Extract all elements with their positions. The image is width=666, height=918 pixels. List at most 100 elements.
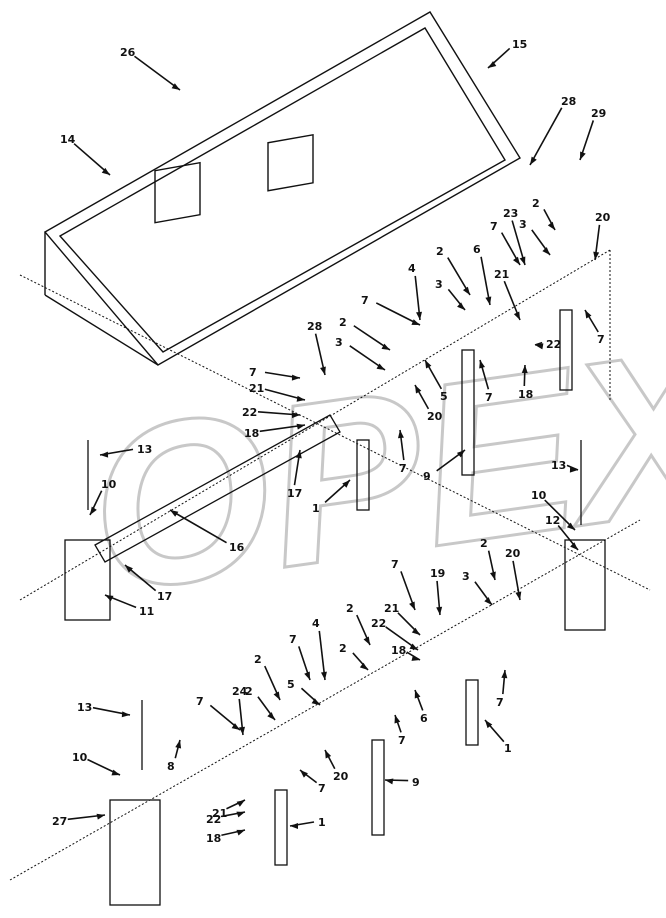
- arrowhead: [409, 643, 418, 650]
- arrowhead: [236, 811, 245, 818]
- arrowhead: [457, 302, 465, 310]
- callout-label: 7: [398, 734, 406, 747]
- arrowhead: [376, 363, 385, 370]
- arrowhead: [456, 450, 465, 458]
- callout-label: 20: [595, 211, 611, 224]
- arrowhead: [585, 310, 592, 319]
- arrowhead: [490, 571, 496, 580]
- callout-label: 10: [101, 478, 117, 491]
- arrowhead: [175, 740, 182, 749]
- callout-arrow: [534, 341, 543, 346]
- arrowhead: [273, 691, 280, 700]
- arrowhead: [479, 360, 485, 369]
- callout-arrow: [529, 107, 563, 166]
- arrowhead: [296, 395, 305, 402]
- arrowhead: [325, 750, 332, 759]
- callout-label: 26: [120, 46, 136, 59]
- callout-arrow: [133, 55, 181, 91]
- callout-label: 15: [512, 38, 527, 51]
- arrowhead: [267, 712, 275, 720]
- callout-label: 22: [206, 813, 221, 826]
- callout-label: 2: [532, 197, 540, 210]
- callout-label: 21: [384, 602, 399, 615]
- callout-label: 13: [137, 443, 152, 456]
- arrowhead: [542, 247, 550, 255]
- callout-label: 1: [312, 502, 320, 515]
- arrowhead: [300, 770, 308, 778]
- arrowhead: [485, 296, 492, 305]
- arrowhead: [593, 251, 600, 260]
- callout-label: 27: [52, 815, 67, 828]
- callout-label: 7: [361, 294, 369, 307]
- callout-label: 10: [531, 489, 547, 502]
- callout-label: 11: [139, 605, 154, 618]
- arrowhead: [521, 365, 528, 374]
- callout-label: 2: [339, 642, 347, 655]
- callout-label: 21: [494, 268, 509, 281]
- arrowhead: [570, 542, 578, 550]
- callout-label: 2: [339, 316, 347, 329]
- callout-label: 7: [289, 633, 297, 646]
- arrowhead: [414, 690, 421, 699]
- callout-label: 7: [485, 391, 493, 404]
- arrowhead: [100, 451, 109, 458]
- arrowhead: [96, 813, 105, 820]
- callout-label: 7: [249, 366, 257, 379]
- arrowhead: [436, 606, 443, 615]
- callout-label: 22: [242, 406, 257, 419]
- arrowhead: [290, 823, 298, 829]
- arrowhead: [296, 423, 305, 430]
- cylinder-head-cover: [43, 11, 521, 366]
- arrowhead: [121, 711, 130, 718]
- callout-label: 6: [473, 243, 481, 256]
- callout-label: 7: [196, 695, 204, 708]
- callout-label: 12: [545, 514, 560, 527]
- callout-label: 2: [346, 602, 354, 615]
- callout-label: 8: [167, 760, 175, 773]
- arrowhead: [170, 510, 179, 517]
- axis-lines: [9, 249, 651, 881]
- callout-label: 1: [318, 816, 326, 829]
- arrowhead: [320, 366, 326, 375]
- callout-label: 7: [391, 558, 399, 571]
- brackets: [64, 539, 606, 906]
- arrowhead: [311, 698, 320, 705]
- callout-label: 2: [436, 245, 444, 258]
- arrowhead: [513, 256, 520, 265]
- arrowhead: [530, 156, 537, 165]
- arrowhead: [411, 627, 420, 635]
- arrowhead: [425, 360, 432, 369]
- arrowhead: [363, 636, 370, 645]
- callout-label: 3: [519, 218, 527, 231]
- arrowhead: [236, 800, 245, 807]
- callout-label: 16: [229, 541, 245, 554]
- callout-label: 20: [427, 410, 443, 423]
- callout-label: 22: [546, 338, 561, 351]
- arrowhead: [90, 506, 97, 515]
- arrowhead: [239, 726, 245, 735]
- callout-label: 28: [307, 320, 322, 333]
- arrowhead: [485, 720, 493, 729]
- rocker-shaft: [94, 414, 341, 563]
- callout-arrow: [480, 256, 491, 306]
- callout-label: 14: [60, 133, 76, 146]
- arrowhead: [291, 374, 300, 381]
- arrowhead: [111, 769, 120, 776]
- arrowhead: [484, 597, 492, 605]
- callout-label: 6: [420, 712, 428, 725]
- callout-label: 10: [72, 751, 88, 764]
- arrowhead: [535, 343, 544, 350]
- arrowhead: [342, 480, 350, 488]
- callout-label: 21: [249, 382, 264, 395]
- arrowhead: [385, 778, 394, 785]
- callout-label: 18: [244, 427, 259, 440]
- callout-label: 4: [312, 617, 320, 630]
- callout-label: 28: [561, 95, 576, 108]
- callout-label: 9: [423, 470, 431, 483]
- callout-label: 23: [503, 207, 518, 220]
- arrowhead: [411, 319, 420, 325]
- arrowhead: [515, 591, 522, 600]
- arrowhead: [381, 343, 390, 350]
